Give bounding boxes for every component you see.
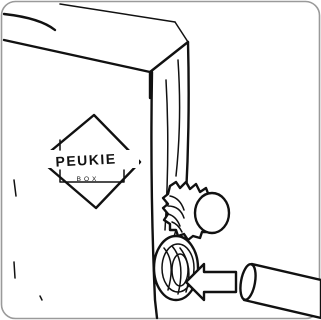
lower-knob: [154, 236, 198, 300]
logo-brand-text: PEUKIE: [55, 150, 117, 169]
logo-sub-text: BOX: [77, 176, 100, 183]
